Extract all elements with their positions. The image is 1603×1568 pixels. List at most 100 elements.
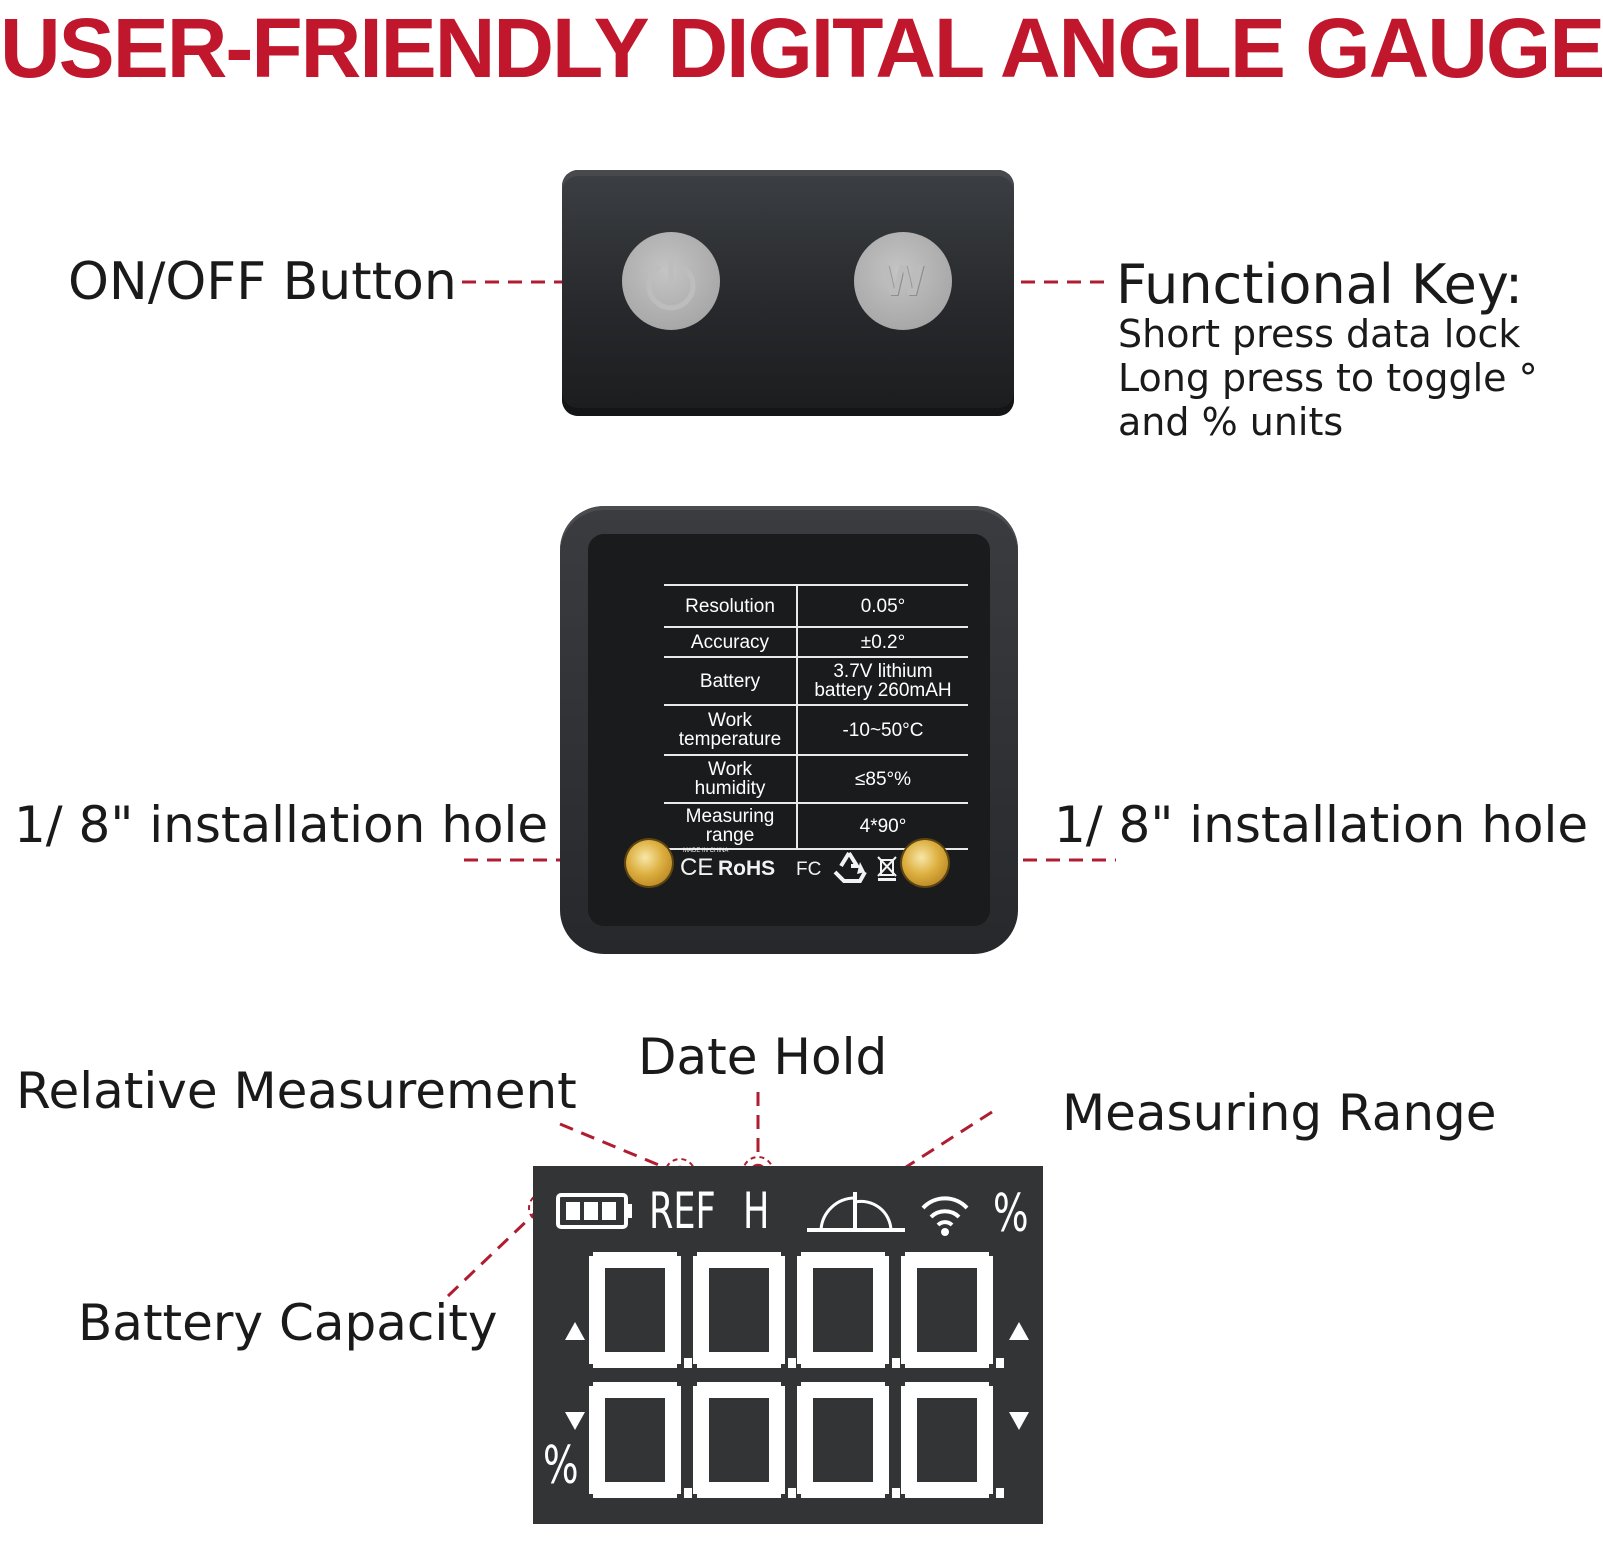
spec-line: range [705, 825, 755, 846]
spec-line: Battery [699, 670, 761, 692]
lcd-segment [797, 1386, 813, 1494]
lcd-segment [593, 1482, 677, 1498]
power-button[interactable] [622, 232, 720, 330]
spec-key: Battery [664, 656, 798, 705]
spec-line: 3.7V lithium [833, 661, 933, 682]
relative-measurement-leader [559, 1122, 667, 1170]
spec-line: -10~50°C [842, 719, 924, 741]
percent-unit-top: % [993, 1184, 1029, 1244]
measuring-range-leader [891, 1110, 993, 1178]
on-off-label: ON/OFF Button [68, 252, 457, 312]
functional-key-title: Functional Key: [1116, 253, 1524, 316]
lcd-segment [769, 1256, 785, 1364]
installation-hole-right [902, 840, 948, 886]
seven-segment-digits [589, 1252, 1004, 1498]
hole-left-label: 1/ 8" installation hole [14, 796, 549, 854]
weee-bin-icon [877, 856, 897, 881]
ref-indicator: REF [649, 1182, 716, 1240]
lcd-segment [788, 1358, 796, 1368]
lcd-segment [801, 1482, 885, 1498]
lcd-segment [665, 1386, 681, 1494]
rohs-mark: RoHS [718, 857, 776, 880]
lcd-segment [665, 1256, 681, 1364]
lcd-segment [801, 1352, 885, 1368]
measuring-range-label: Measuring Range [1062, 1084, 1497, 1142]
lcd-segment [788, 1488, 796, 1498]
spec-line: humidity [694, 778, 766, 799]
power-icon [646, 255, 696, 311]
angle-icon [807, 1192, 905, 1232]
function-button[interactable]: W [854, 232, 952, 330]
spec-line: temperature [678, 729, 782, 750]
spec-table: Resolution 0.05° Accuracy ±0.2° Battery 3.7V … [664, 584, 968, 850]
spec-label-panel: Resolution 0.05° Accuracy ±0.2° Battery 3.7V … [588, 534, 990, 926]
spec-line: Work [708, 710, 752, 731]
spec-key: Resolution [664, 584, 798, 627]
date-hold-label: Date Hold [638, 1028, 888, 1086]
lcd-segment [697, 1382, 781, 1398]
relative-measurement-label: Relative Measurement [16, 1062, 577, 1120]
lcd-segment [892, 1358, 900, 1368]
spec-value: ±0.2° [797, 626, 968, 657]
made-in-text: MADE IN CHINA [683, 848, 729, 854]
spec-value: -10~50°C [797, 704, 968, 755]
lcd-segment [693, 1386, 709, 1494]
spec-line: 4*90° [859, 815, 907, 837]
lcd-segment [697, 1482, 781, 1498]
recycle-icon [833, 851, 867, 883]
triangle-down-icon [565, 1412, 585, 1430]
lcd-segment [905, 1382, 989, 1398]
lcd-segment [801, 1252, 885, 1268]
lcd-segment [769, 1386, 785, 1494]
spec-line: Work [708, 759, 752, 780]
lcd-segment [697, 1252, 781, 1268]
lcd-segment [684, 1488, 692, 1498]
lcd-segment [684, 1358, 692, 1368]
percent-unit-left: % [543, 1436, 579, 1496]
wifi-icon [921, 1196, 969, 1236]
ce-mark: CE [680, 854, 714, 881]
spec-line: ≤85°% [854, 768, 912, 790]
device-back-view: Resolution 0.05° Accuracy ±0.2° Battery 3.7V … [560, 506, 1018, 954]
spec-value: ≤85°% [797, 754, 968, 803]
lcd-segment [693, 1256, 709, 1364]
lcd-segment [589, 1256, 605, 1364]
lcd-segment [873, 1386, 889, 1494]
lcd-segment [977, 1256, 993, 1364]
lcd-segment [901, 1256, 917, 1364]
spec-line: Accuracy [690, 631, 770, 653]
spec-value: 0.05° [797, 584, 968, 627]
functional-key-line: Short press data lock [1118, 312, 1521, 356]
spec-line: battery 260mAH [814, 680, 952, 701]
spec-line: Measuring [685, 806, 775, 827]
lcd-segment [905, 1352, 989, 1368]
battery-capacity-label: Battery Capacity [78, 1294, 498, 1352]
page-title: USER-FRIENDLY DIGITAL ANGLE GAUGE [0, 1, 1603, 95]
triangle-up-icon [565, 1322, 585, 1340]
fc-mark: FC [796, 859, 822, 880]
functional-key-line: Long press to toggle ° [1118, 356, 1538, 400]
spec-line: 0.05° [860, 595, 906, 617]
functional-key-description: Short press data lock Long press to togg… [1118, 312, 1538, 444]
lcd-segment [697, 1352, 781, 1368]
lcd-segment [797, 1256, 813, 1364]
hole-right-label: 1/ 8" installation hole [1054, 796, 1589, 854]
spec-key: Accuracy [664, 626, 798, 657]
lcd-segment [996, 1488, 1004, 1498]
functional-key-line: and % units [1118, 400, 1344, 444]
spec-value: 4*90° [797, 802, 968, 850]
hold-indicator: H [743, 1182, 770, 1240]
lcd-segment [593, 1352, 677, 1368]
spec-line: ±0.2° [860, 631, 906, 653]
lcd-segment [589, 1386, 605, 1494]
lcd-segment [593, 1382, 677, 1398]
lcd-segment [996, 1358, 1004, 1368]
triangle-up-icon [1009, 1322, 1029, 1340]
